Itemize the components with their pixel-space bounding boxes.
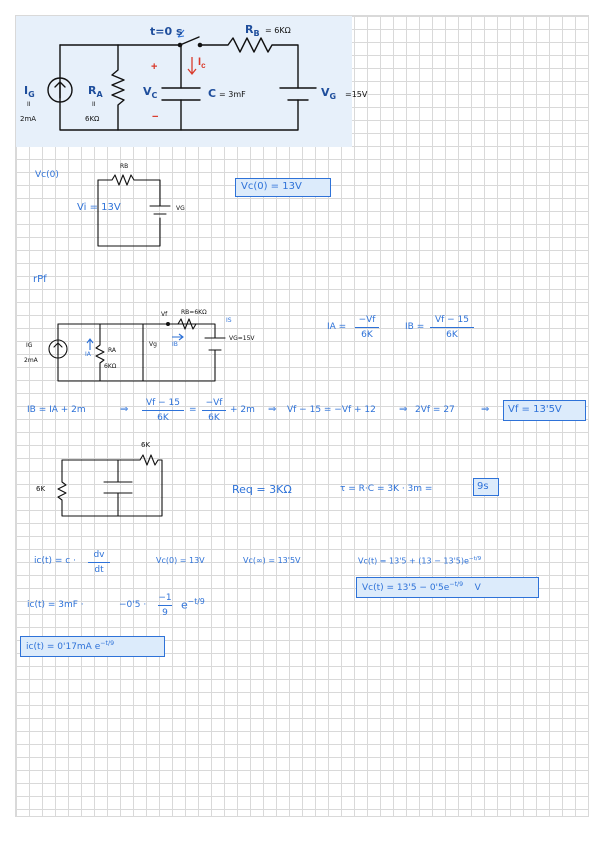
vct-result-box [356,577,539,598]
ra-label: RA [88,84,103,100]
switch-label: t=0 s [150,25,183,38]
minus-sign: − [152,111,159,123]
kcl-plus-2m: + 2m [230,405,255,415]
initial-vg-label: VG [176,205,185,212]
ia-lhs: IA = [327,322,347,332]
ic-exponential: e−t/9 [181,597,205,612]
vg-source-label: VG=15V [229,335,255,342]
plus-sign: + [151,61,158,73]
vc0-value: Vc(0) = 13V [156,556,205,565]
req-r-top-label: 6K [141,441,151,449]
kcl-step-1: IB = IA + 2m [27,405,86,415]
is-label: IS [226,317,232,324]
initial-condition-circuit [97,174,171,247]
current-source-symbol [47,77,73,103]
vi-label: Vi = 13V [77,202,121,213]
ic-definition: ic(t) = c · [34,556,76,566]
req-r-left-label: 6K [36,485,46,493]
rb-label: RB [245,23,260,39]
ig-value: 2mA [20,115,37,123]
ia-label: IA [85,351,91,358]
arrow-3: ⇒ [399,404,408,415]
switch-arrow-icon [177,29,185,38]
req-circuit [57,454,163,517]
ic-arrow-icon [187,57,197,76]
ib-lhs: IB = [405,322,425,332]
rb-value: = 6KΩ [265,26,291,35]
vf-result-box [503,400,586,421]
tau-result: 9s [477,481,489,492]
vc0-heading: Vc(0) [35,170,59,180]
vg-label: VG [321,86,337,102]
ra-value: 6KΩ [85,115,100,123]
ic-result-box [20,636,165,657]
ra-steady-label: RA [108,347,117,354]
ic-label: Ic [198,56,206,71]
ic-expression: ic(t) = 3mF · [27,600,84,610]
vct-result: Vc(t) = 13'5 − 0'5e−t/9 V [362,581,481,593]
vct-general: Vc(t) = 13'5 + (13 − 13'5)e−t/9 [358,556,482,566]
vc0-result: Vc(0) = 13V [241,181,302,192]
steady-state-heading: rPf [33,274,47,285]
kcl-equals: = [189,405,197,415]
ig-eq: II [27,101,31,108]
kcl-step-4: 2Vf = 27 [415,405,455,415]
vg-value: =15V [345,90,368,99]
ic-expression-2: −0'5 · [119,600,147,610]
ig-steady-label: IG [26,342,33,349]
vc-label: VC [143,85,158,101]
vcinf-value: Vc(∞) = 13'5V [243,556,301,565]
steady-rb-label: RB=6KΩ [181,309,207,316]
vf-node-label: Vf [161,311,168,318]
req-value: Req = 3KΩ [232,483,292,496]
c-label: C [208,87,217,100]
ra-steady-value: 6KΩ [104,363,117,370]
tau-expression: τ = R·C = 3K · 3m = [340,484,433,494]
arrow-4: ⇒ [481,404,490,415]
initial-rb-label: RB [120,163,129,170]
ig-label: IG [24,84,35,100]
vc0-result-box [235,178,331,197]
tau-result-box [473,478,499,496]
circuit-diagram-panel [16,16,352,147]
steady-state-circuit [48,318,226,382]
graph-paper-grid [15,15,589,817]
arrow-1: ⇒ [120,404,129,415]
ig-steady-value: 2mA [24,357,38,364]
ic-result: ic(t) = 0'17mA e−t/9 [26,640,115,652]
arrow-2: ⇒ [268,404,277,415]
c-value: = 3mF [219,90,246,99]
ra-eq: II [92,101,96,108]
vf-result: Vf = 13'5V [508,404,562,415]
ib-label: IB [172,341,178,348]
vg-steady-label: Vg [149,341,157,348]
kcl-step-3: Vf − 15 = −Vf + 12 [287,405,376,415]
